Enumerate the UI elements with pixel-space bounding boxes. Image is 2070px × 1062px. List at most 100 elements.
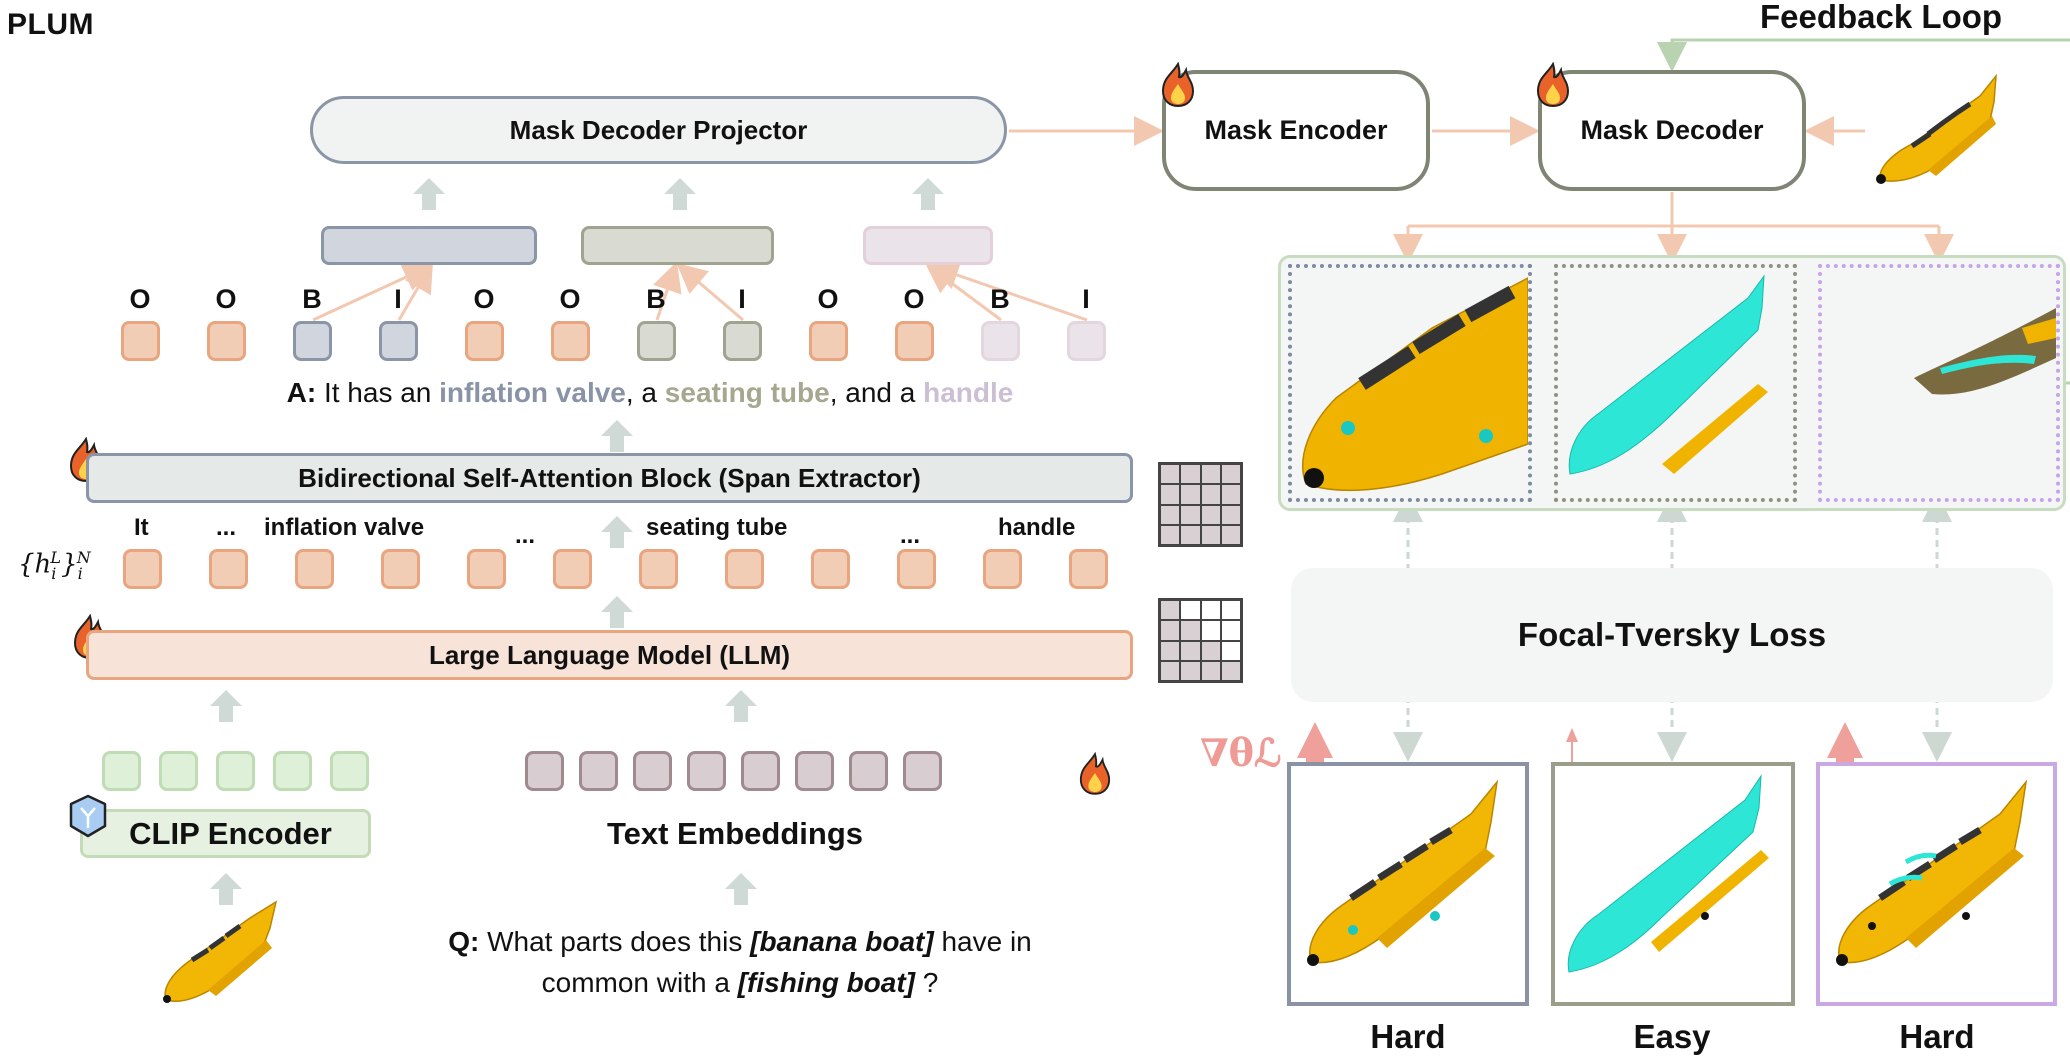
bio-token [1067,321,1106,361]
text-embedding-token [525,751,564,791]
question-prefix: Q: [448,926,480,957]
attention-cell [1160,640,1181,661]
visual-token [216,751,255,791]
attention-cell [1180,524,1201,545]
span-embedding-handle [863,226,993,265]
ground-truth-seating-tube [1551,762,1795,1006]
bio-token [207,321,246,361]
bio-token [465,321,504,361]
banana-boat-image [1876,73,1997,184]
bidirectional-attention-mask-grid [1158,462,1243,547]
attention-cell [1160,504,1181,525]
bio-token [809,321,848,361]
fire-icon [1079,752,1111,795]
attention-cell [1200,524,1221,545]
attention-cell [1180,464,1201,485]
question-text: Q: What parts does this [banana boat] ha… [448,926,1032,998]
zoomed-handle-image [1914,308,2056,395]
answer-text: A: It has an inflation valve, a seating … [286,377,1014,408]
zoomed-banana-boat-image [1302,277,1528,492]
answer-part-handle: handle [923,377,1014,408]
attention-cell [1180,640,1201,661]
hidden-state-token [381,549,420,589]
visual-token [159,751,198,791]
difficulty-label-hard: Hard [1899,1018,1975,1055]
span-embedding-seating-tube [581,226,774,265]
bio-token [293,321,332,361]
attention-cell [1220,464,1241,485]
hidden-state-token [295,549,334,589]
token-word-ellipsis: ... [900,522,921,549]
bio-tag-label: I [1082,284,1090,314]
attention-cell [1160,620,1181,641]
banana-boat-input-image [163,900,278,1003]
bio-token [121,321,160,361]
bio-token [551,321,590,361]
attention-cell [1160,660,1181,681]
bio-tag-label: I [394,284,402,314]
token-word-seating-tube: seating tube [646,514,788,541]
mask-encoder: Mask Encoder [1162,70,1430,191]
difficulty-label-easy: Easy [1633,1018,1711,1055]
hidden-state-token [209,549,248,589]
fire-icon [1161,62,1195,108]
bio-tag-label: O [215,284,237,314]
block-arrows [210,178,944,905]
token-word-it: It [134,514,149,541]
hidden-state-token [639,549,678,589]
span-embedding-inflation-valve [321,226,537,265]
token-word-ellipsis: ... [216,514,237,541]
attention-cell [1200,620,1221,641]
bio-token [379,321,418,361]
attention-cell [1200,484,1221,505]
hidden-state-token [123,549,162,589]
answer-prefix: A: [286,377,317,408]
span-extractor-block: Bidirectional Self-Attention Block (Span… [86,453,1133,503]
bio-tag-label: O [473,284,495,314]
attention-cell [1200,660,1221,681]
mask-decoder-projector: Mask Decoder Projector [310,96,1007,164]
bio-token [895,321,934,361]
attention-cell [1180,620,1201,641]
ground-truth-handle [1816,762,2057,1006]
text-embedding-token [633,751,672,791]
text-embedding-token [579,751,618,791]
llm-block: Large Language Model (LLM) [86,630,1133,680]
answer-part-seating-tube: seating tube [664,377,830,408]
hidden-state-token [811,549,850,589]
attention-cell [1160,484,1181,505]
banana-boat-mask-image [1836,779,2028,966]
text-embeddings-label: Text Embeddings [606,816,864,851]
attention-cell [1160,524,1181,545]
text-embedding-token [849,751,888,791]
attention-cell [1180,504,1201,525]
hidden-state-token [1069,549,1108,589]
bio-token [723,321,762,361]
attention-cell [1220,660,1241,681]
mask-decoder: Mask Decoder [1538,70,1806,191]
bio-tag-label: O [559,284,581,314]
attention-cell [1220,640,1241,661]
fire-icon [1536,62,1570,108]
text-embedding-token [687,751,726,791]
clip-encoder: CLIP Encoder [80,809,371,858]
bio-tag-label: O [903,284,925,314]
mask-highlight [1341,421,1355,435]
hidden-state-token [983,549,1022,589]
token-word-handle: handle [998,514,1076,541]
prediction-inflation-valve [1288,264,1532,502]
visual-token [330,751,369,791]
attention-cell [1220,504,1241,525]
attention-cell [1200,504,1221,525]
bio-token [637,321,676,361]
attention-cell [1200,640,1221,661]
attention-cell [1180,484,1201,505]
focal-tversky-loss: Focal-Tversky Loss [1291,568,2053,702]
bio-tag-label: O [817,284,839,314]
bio-token [981,321,1020,361]
hidden-state-token [725,549,764,589]
prediction-seating-tube [1554,264,1797,502]
attention-cell [1180,660,1201,681]
attention-cell [1220,484,1241,505]
attention-cell [1220,600,1241,621]
